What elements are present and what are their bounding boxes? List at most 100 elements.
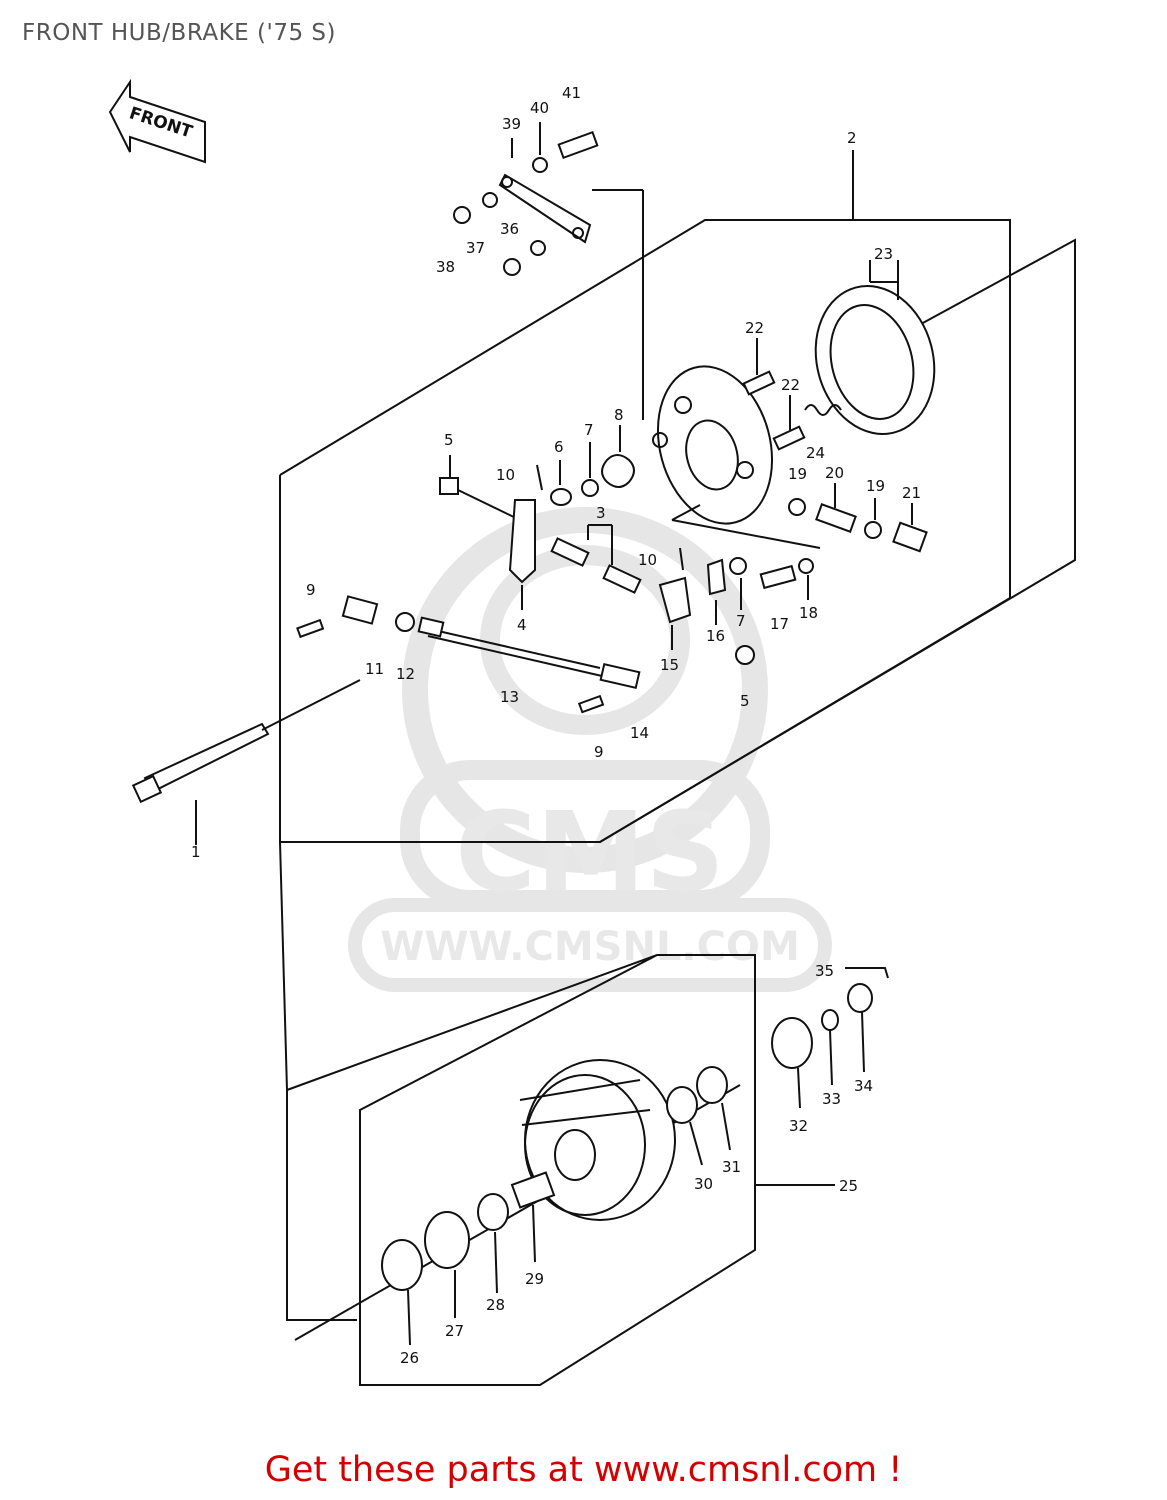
callout-34: 34: [854, 1077, 873, 1095]
callout-7: 7: [736, 612, 746, 630]
part-spring-24: [804, 404, 842, 416]
part-seal-31: [696, 1066, 728, 1104]
part-nut-5b: [735, 645, 755, 665]
callout-15: 15: [660, 656, 679, 674]
part-pin-22a: [742, 370, 776, 396]
callout-35: 35: [815, 962, 834, 980]
part-nut-37a: [453, 206, 471, 224]
part-spacer-29: [510, 1171, 556, 1209]
part-bolt-9b: [577, 694, 605, 714]
part-cap-21: [892, 521, 928, 553]
callout-3: 3: [596, 504, 606, 522]
part-nut-12: [395, 612, 415, 632]
part-bearing-28: [477, 1193, 509, 1231]
callout-22: 22: [745, 319, 764, 337]
part-nut-5a: [439, 477, 459, 495]
part-brake-shoes: [814, 260, 936, 435]
callout-18: 18: [799, 604, 818, 622]
callout-24: 24: [806, 444, 825, 462]
part-axle: [131, 679, 361, 845]
callout-40: 40: [530, 99, 549, 117]
part-cotter-35: [845, 967, 889, 979]
part-bolt-9a: [296, 618, 325, 639]
hub-group-outline: [286, 1090, 357, 1321]
callout-26: 26: [400, 1349, 419, 1367]
part-cam-3a: [550, 537, 590, 567]
part-nut-40: [532, 157, 548, 173]
callout-14: 14: [630, 724, 649, 742]
callout-32: 32: [789, 1117, 808, 1135]
part-nut-19b: [864, 521, 882, 539]
part-bearing-30: [666, 1086, 698, 1124]
part-bolt-41: [557, 130, 599, 160]
watermark-logo: CMS: [455, 788, 724, 916]
callout-9: 9: [306, 581, 316, 599]
callout-39: 39: [502, 115, 521, 133]
callout-19: 19: [788, 465, 807, 483]
part-washer-6: [550, 488, 572, 506]
part-nut-7a: [581, 479, 599, 497]
part-seal-8: [601, 454, 635, 488]
callout-13: 13: [500, 688, 519, 706]
callout-33: 33: [822, 1090, 841, 1108]
part-washer-33: [821, 1009, 839, 1031]
brake-panel-group-outline-inner: [279, 219, 1011, 843]
part-lever-4: [508, 499, 536, 584]
callout-5: 5: [740, 692, 750, 710]
callout-36: 36: [500, 220, 519, 238]
part-washer-36a: [482, 192, 498, 208]
callout-2: 2: [847, 129, 857, 147]
part-adjuster-20: [815, 503, 857, 533]
callout-22: 22: [781, 376, 800, 394]
callout-30: 30: [694, 1175, 713, 1193]
part-washer-18: [798, 558, 814, 574]
callout-19: 19: [866, 477, 885, 495]
callout-20: 20: [825, 464, 844, 482]
part-nut-37b: [503, 258, 521, 276]
callout-10: 10: [638, 551, 657, 569]
callout-4: 4: [517, 616, 527, 634]
callout-17: 17: [770, 615, 789, 633]
part-rod: [417, 616, 641, 690]
callout-9: 9: [594, 743, 604, 761]
callout-1: 1: [191, 843, 201, 861]
page-title: FRONT HUB/BRAKE ('75 S): [22, 20, 336, 46]
callout-25: 25: [839, 1177, 858, 1195]
callout-6: 6: [554, 438, 564, 456]
callout-11: 11: [365, 660, 384, 678]
part-lever-15: [658, 576, 692, 624]
part-washer-36b: [530, 240, 546, 256]
callout-27: 27: [445, 1322, 464, 1340]
part-ring-26: [381, 1239, 423, 1291]
part-cotter-10b: [679, 547, 684, 571]
callout-28: 28: [486, 1296, 505, 1314]
callout-12: 12: [396, 665, 415, 683]
callout-23: 23: [874, 245, 893, 263]
callout-8: 8: [614, 406, 624, 424]
callout-labels: 1 2 3 4 5 5 6 7 7 8 9 9 10 10 11 12 13 1…: [191, 84, 921, 1367]
cms-watermark: CMS WWW.CMSNL.COM: [348, 507, 832, 992]
callout-16: 16: [706, 627, 725, 645]
part-cotter-10a: [536, 464, 543, 491]
callout-7: 7: [584, 421, 594, 439]
part-nut-7b: [729, 557, 747, 575]
part-indicator-16: [706, 558, 727, 596]
part-brake-panel: [652, 365, 774, 525]
part-nut-19a: [788, 498, 806, 516]
callout-37: 37: [466, 239, 485, 257]
callout-38: 38: [436, 258, 455, 276]
front-direction-arrow: FRONT: [108, 78, 206, 164]
callout-31: 31: [722, 1158, 741, 1176]
watermark-url: WWW.CMSNL.COM: [380, 924, 800, 970]
part-cam-3b: [602, 564, 642, 594]
callout-10: 10: [496, 466, 515, 484]
part-collar-11: [341, 595, 379, 625]
get-parts-link[interactable]: Get these parts at www.cmsnl.com !: [264, 1450, 903, 1490]
callout-21: 21: [902, 484, 921, 502]
callout-41: 41: [562, 84, 581, 102]
part-bolt-17: [759, 564, 797, 590]
callout-5: 5: [444, 431, 454, 449]
part-collar-32: [771, 1017, 813, 1069]
part-pin-22b: [772, 425, 806, 451]
